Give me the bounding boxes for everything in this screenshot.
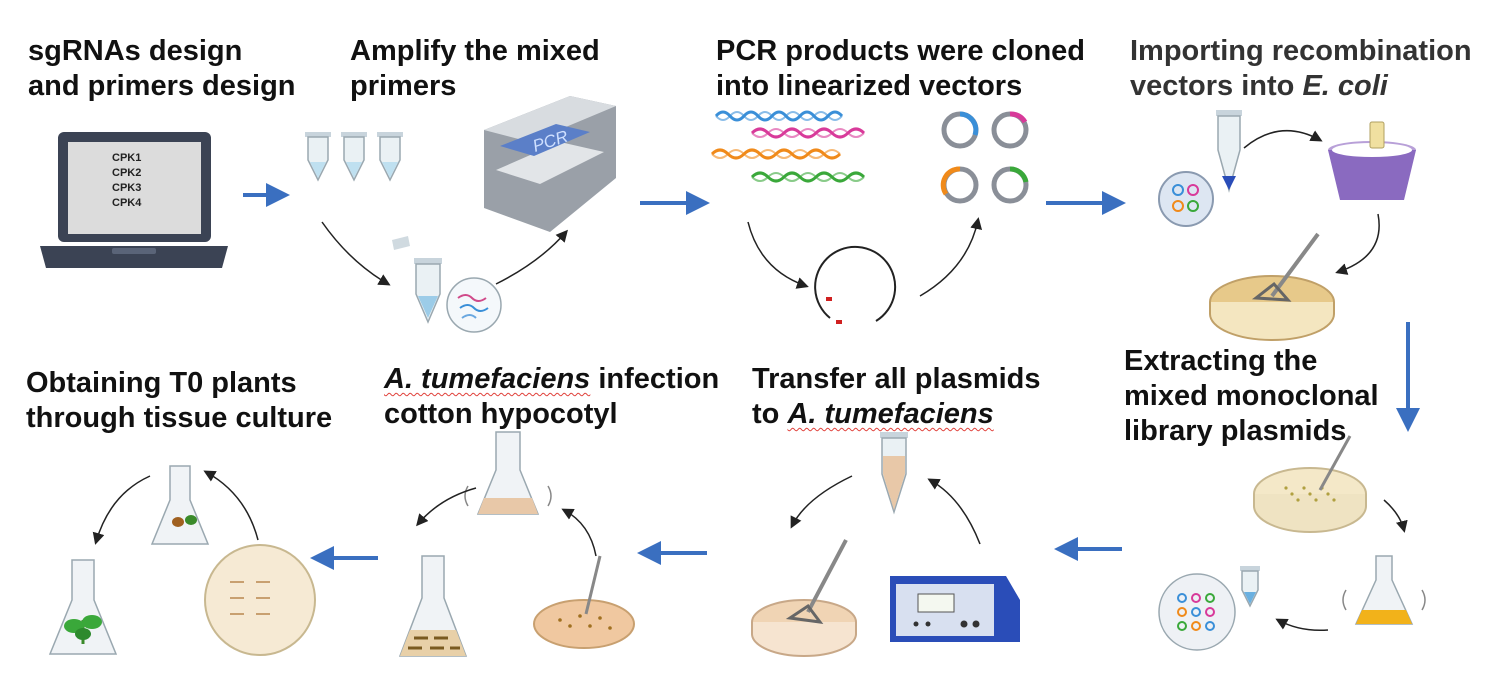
- step8-line2: through tissue culture: [26, 402, 333, 434]
- step6-line2: to A. tumefaciens: [752, 397, 1041, 432]
- step6-organism: A. tumefaciens: [787, 398, 994, 430]
- primer-tubes-icon: [305, 132, 403, 182]
- colony-plate-icon: [1253, 435, 1367, 533]
- step-label-obtain-plants: Obtaining T0 plants through tissue cultu…: [26, 366, 332, 436]
- step6-line2-text: to: [752, 398, 788, 430]
- step3-line2: into linearized vectors: [716, 70, 1023, 102]
- gene-label-cpk4: CPK4: [112, 197, 142, 209]
- step5-line3: library plasmids: [1124, 415, 1347, 447]
- flow-arrows: [243, 183, 1420, 570]
- gene-label-cpk2: CPK2: [112, 167, 142, 179]
- coculture-flask-icon: [398, 555, 468, 657]
- step-label-infection: A. tumefaciens infection cotton hypocoty…: [384, 362, 719, 432]
- dna-strands-icon: [710, 110, 866, 183]
- hypocotyl-flask-icon: [464, 431, 552, 515]
- laptop-icon: [40, 132, 228, 268]
- step5-line2: mixed monoclonal: [1124, 380, 1379, 412]
- step1-line1: sgRNAs design: [28, 35, 243, 67]
- petri-dish-streak-icon: [1209, 232, 1335, 341]
- step7-line1-text: infection: [590, 363, 720, 395]
- step4-line1: Importing recombination: [1130, 35, 1472, 67]
- tissue-culture-plate-icon: [204, 544, 316, 656]
- step3-line1: PCR products were cloned: [716, 35, 1086, 67]
- step-label-sgrna-design: sgRNAs design and primers design: [28, 34, 296, 104]
- step-label-pcr-cloned: PCR products were cloned into linearized…: [716, 34, 1085, 104]
- agro-petri-dish-icon: [751, 539, 857, 657]
- callus-flask-icon: [150, 465, 210, 545]
- t0-plant-flask-icon: [48, 559, 118, 655]
- step7-line2: cotton hypocotyl: [384, 398, 618, 430]
- step-label-amplify-primers: Amplify the mixed primers: [350, 34, 600, 104]
- step4-organism: E. coli: [1302, 70, 1388, 102]
- step-label-import-ecoli: Importing recombination vectors into E. …: [1130, 34, 1472, 104]
- agro-tube-icon: [880, 432, 908, 515]
- plasmids-icon: [940, 111, 1029, 204]
- step-label-extract-plasmids: Extracting the mixed monoclonal library …: [1124, 344, 1379, 449]
- pcr-machine-icon: PCR: [484, 96, 616, 232]
- linearized-vector-icon: [814, 245, 897, 324]
- library-plasmids-icon: [1158, 566, 1260, 651]
- gene-label-cpk1: CPK1: [112, 152, 142, 164]
- hypocotyl-plate-icon: [533, 555, 635, 649]
- shaking-flask-icon: [1342, 555, 1426, 625]
- ice-bucket-icon: [1328, 121, 1416, 200]
- electroporator-icon: [890, 576, 1020, 642]
- process-arrows: [92, 129, 1408, 632]
- step4-line2-text: vectors into: [1130, 70, 1303, 102]
- step-label-transfer-plasmids: Transfer all plasmids to A. tumefaciens: [752, 362, 1041, 432]
- gene-label-cpk3: CPK3: [112, 182, 142, 194]
- step7-line1: A. tumefaciens infection: [384, 362, 719, 397]
- transformation-tube-icon: [1158, 110, 1242, 227]
- step4-line2: vectors into E. coli: [1130, 69, 1472, 104]
- step7-organism: A. tumefaciens: [384, 363, 591, 395]
- step2-line1: Amplify the mixed: [350, 35, 600, 67]
- step6-line1: Transfer all plasmids: [752, 363, 1041, 395]
- step1-line2: and primers design: [28, 70, 296, 102]
- step2-line2: primers: [350, 70, 457, 102]
- step8-line1: Obtaining T0 plants: [26, 367, 297, 399]
- pcr-tube-mix-icon: [392, 236, 502, 333]
- laptop-screen-text: CPK1 CPK2 CPK3 CPK4: [112, 151, 141, 211]
- step5-line1: Extracting the: [1124, 345, 1318, 377]
